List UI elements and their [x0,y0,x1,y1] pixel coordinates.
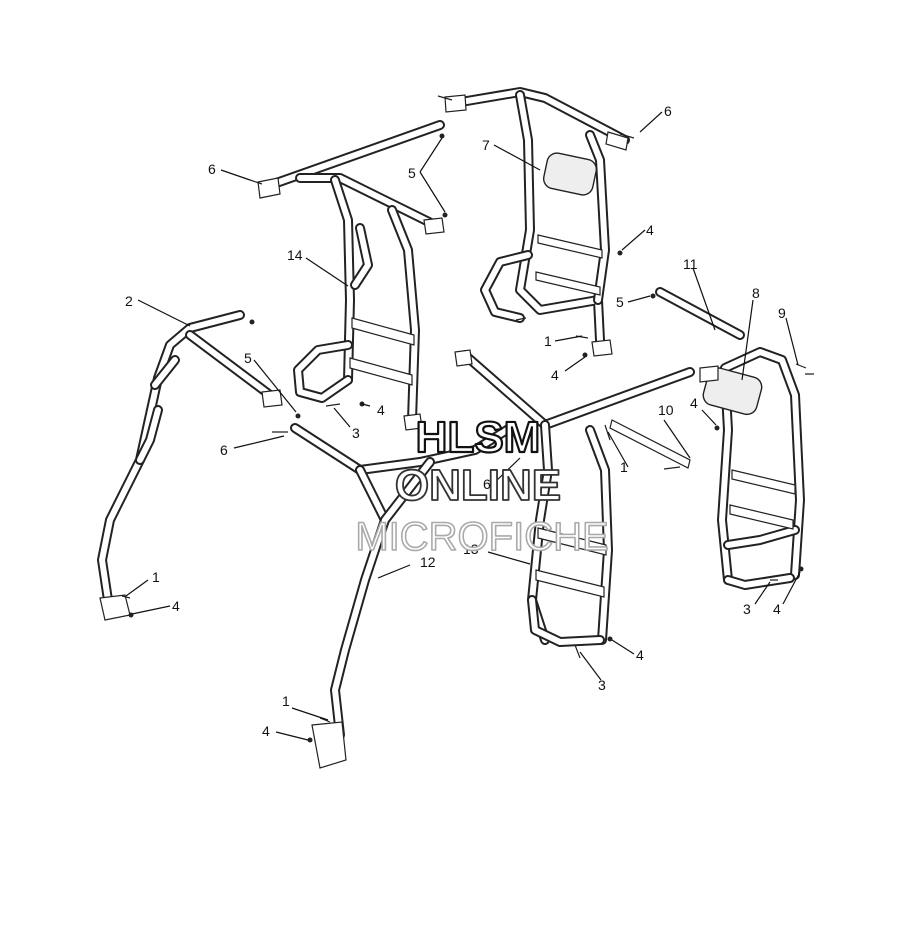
front-left-frame [97,310,283,621]
callout-4b: 4 [551,367,559,383]
rear-seat-pad-upper [542,152,598,196]
callout-8: 8 [752,285,760,301]
leader-lines [125,111,801,741]
tube-frames [97,87,805,769]
right-rear-frame [655,287,805,590]
callout-1b: 1 [620,459,628,475]
callout-3b: 3 [598,677,606,693]
watermark: HLSM ONLINE MICROFICHE [355,412,610,560]
callout-4d: 4 [690,395,698,411]
callout-4f: 4 [262,723,270,739]
left-upper-frame [257,120,445,431]
bracket-10 [609,419,691,469]
callout-4c: 4 [377,402,385,418]
callout-13: 13 [463,541,479,557]
callout-14: 14 [287,247,303,263]
callout-6a: 6 [208,161,216,177]
callout-10: 10 [658,402,674,418]
front-center-frame [290,423,515,769]
callout-6d: 6 [483,476,491,492]
callout-2: 2 [125,293,133,309]
callout-7: 7 [482,137,490,153]
watermark-line-3: MICROFICHE [355,515,608,559]
callout-4g: 4 [636,647,644,663]
front-right-frame [454,349,695,647]
callout-labels: 1 1 1 1 2 3 3 3 4 4 4 4 4 4 4 4 5 5 5 6 … [125,103,786,739]
callout-4e: 4 [172,598,180,614]
callout-11: 11 [683,256,698,272]
callout-1a: 1 [544,333,552,349]
hardware [121,95,814,743]
callout-4a: 4 [646,222,654,238]
callout-3a: 3 [352,425,360,441]
watermark-line-1: HLSM [416,413,541,462]
rear-top-crossbar [444,87,630,357]
callout-1c: 1 [152,569,160,585]
callout-5c: 5 [616,294,624,310]
callout-4h: 4 [773,601,781,617]
callout-9: 9 [778,305,786,321]
watermark-line-2: ONLINE [395,461,561,510]
callout-6b: 6 [664,103,672,119]
callout-1d: 1 [282,693,290,709]
callout-5a: 5 [408,165,416,181]
callout-6c: 6 [220,442,228,458]
callout-12: 12 [420,554,436,570]
callout-5b: 5 [244,350,252,366]
callout-3c: 3 [743,601,751,617]
